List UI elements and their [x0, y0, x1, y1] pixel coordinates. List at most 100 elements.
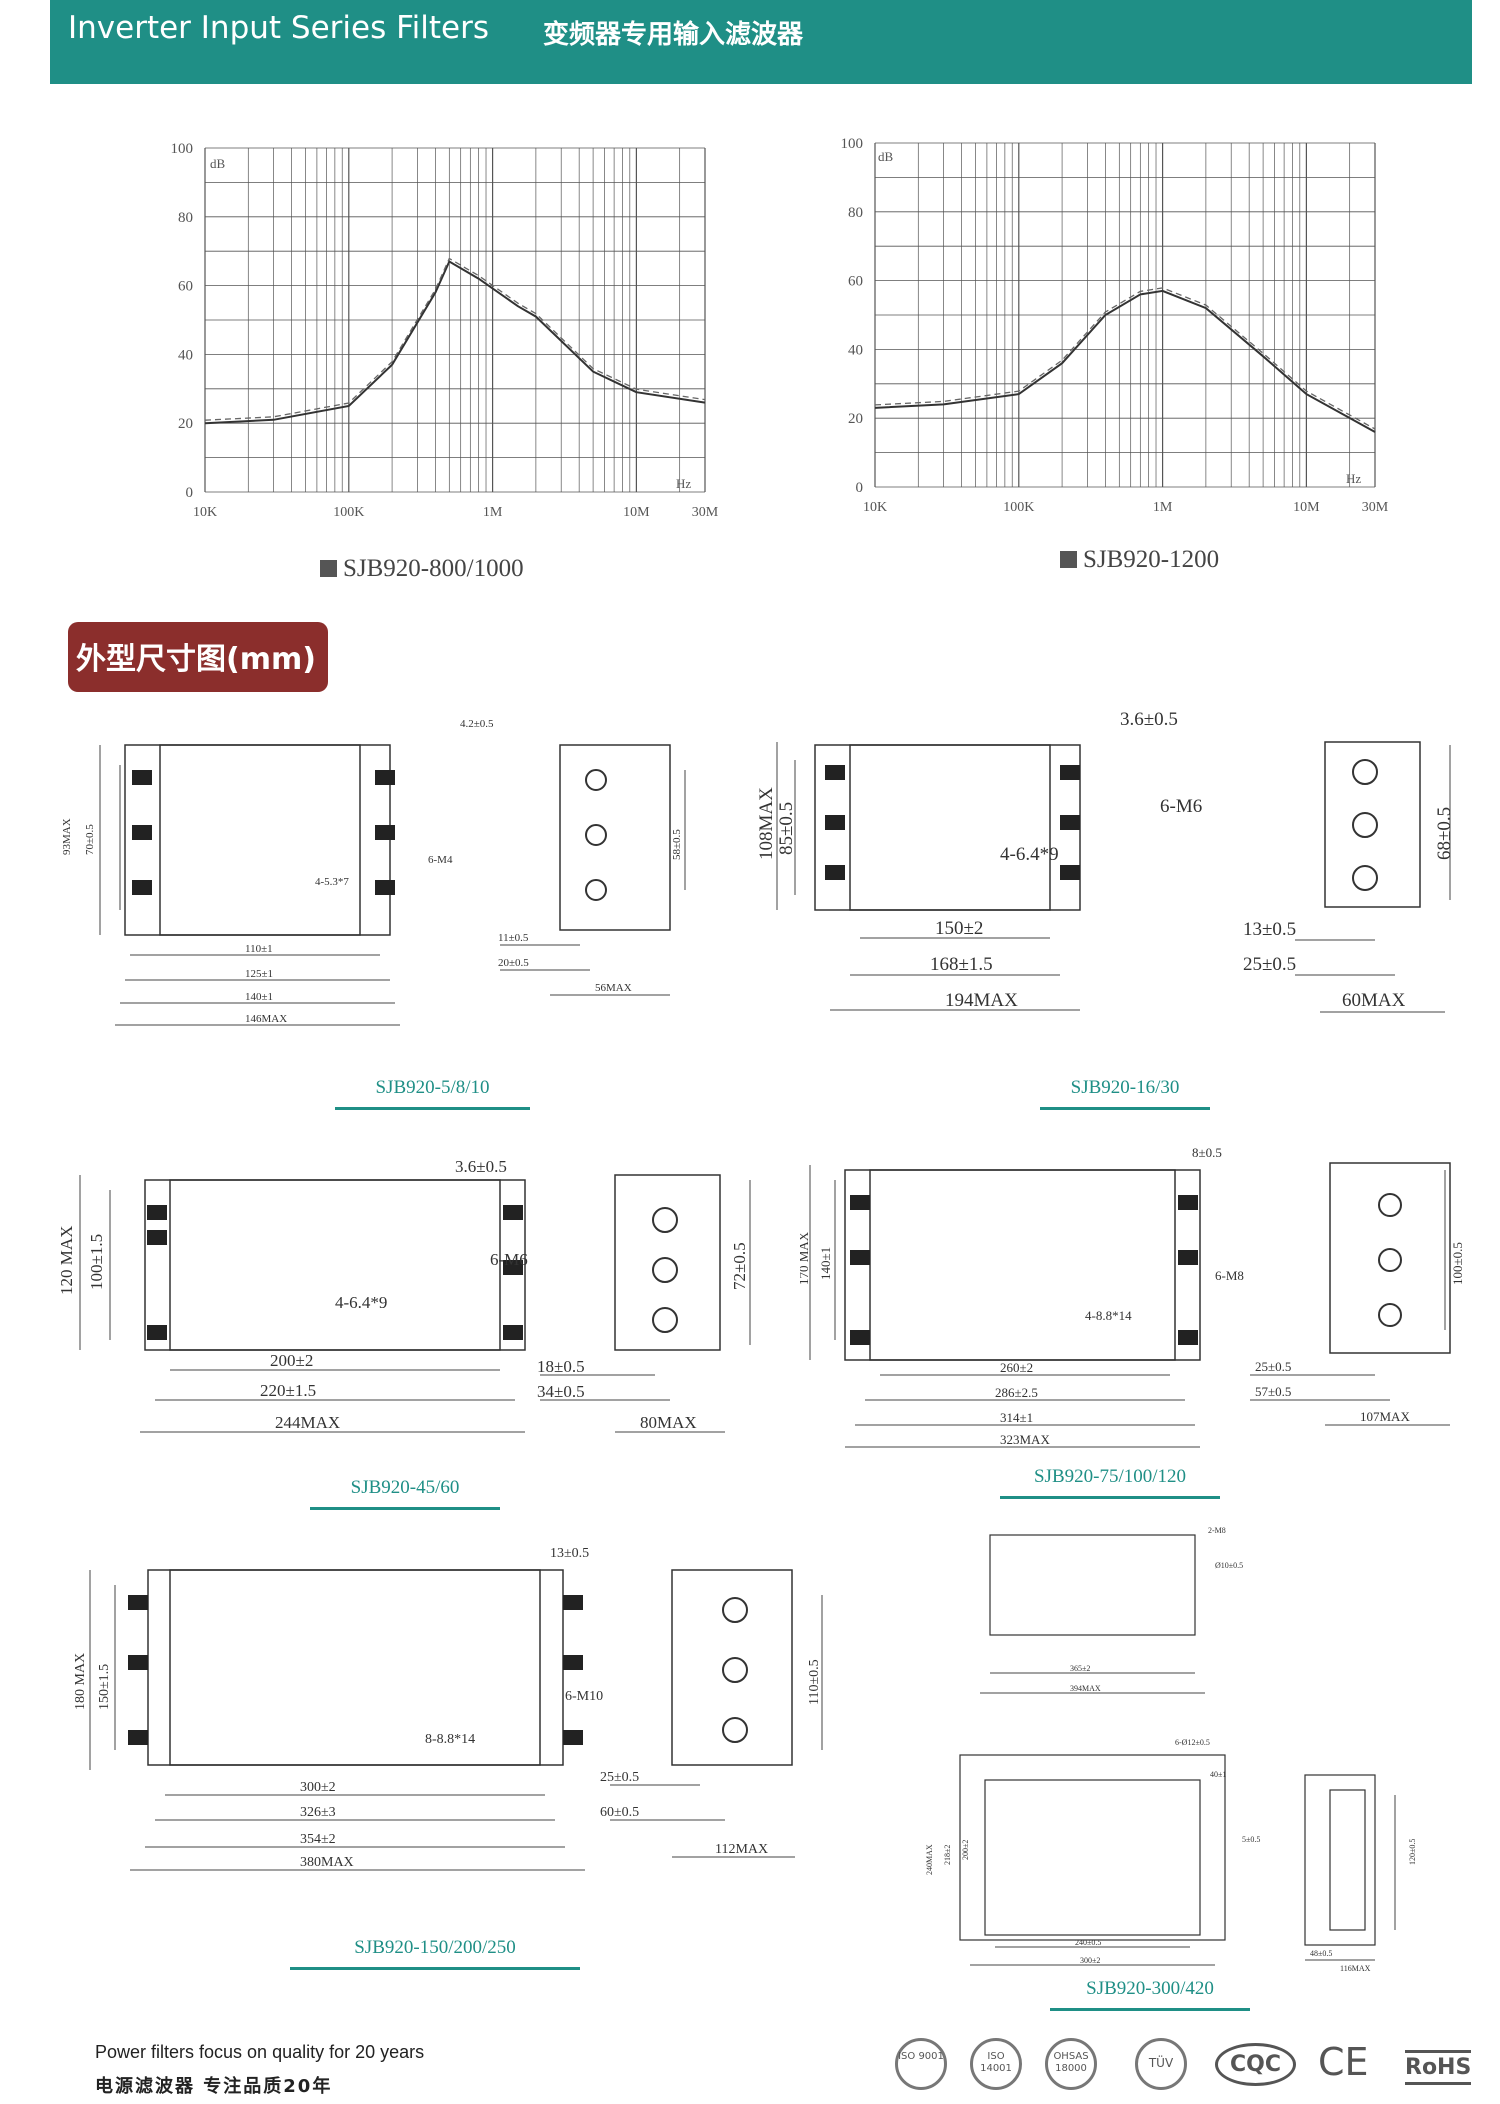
d4-dim-0: 8±0.5	[1192, 1145, 1222, 1160]
d6-dim-4: 6-Ø12±0.5	[1175, 1738, 1210, 1747]
d5-dim-12: 112MAX	[715, 1842, 768, 1857]
ohsas18000-logo: OHSAS 18000	[1045, 2038, 1097, 2090]
d2-dim-2: 85±0.5	[776, 802, 797, 855]
d2-dim-4: 4-6.4*9	[1000, 844, 1059, 865]
model-sjb920-16-30: SJB920-16/30	[1040, 1077, 1210, 1110]
drawing-sjb920-150-200-250: 13±0.5 180 MAX 150±1.5 6-M10 8-8.8*14 30…	[73, 1546, 823, 1871]
c2-ytick: 80	[848, 205, 863, 221]
d2-dim-11: 60MAX	[1342, 990, 1406, 1011]
d6-dim-8: 40±1	[1210, 1770, 1226, 1779]
chart-1-ylabel: dB	[210, 156, 226, 171]
c1-ytick: 40	[178, 347, 193, 363]
c1-xtick: 30M	[692, 505, 719, 520]
d4-dim-12: 107MAX	[1360, 1409, 1410, 1424]
d2-dim-0: 3.6±0.5	[1120, 709, 1178, 730]
c2-ytick: 60	[848, 274, 863, 290]
d5-dim-3: 6-M10	[565, 1689, 603, 1704]
d2-dim-10: 25±0.5	[1243, 954, 1296, 975]
c1-ytick: 20	[178, 416, 193, 432]
title-cn: 变频器专用输入滤波器	[543, 20, 804, 50]
drawing-sjb920-5-8-10: 4.2±0.5 93MAX 70±0.5 6-M4 4-5.3*7 110±1 …	[61, 718, 686, 1026]
d1-dim-11: 20±0.5	[498, 957, 529, 969]
d3-dim-1: 120 MAX	[57, 1226, 76, 1295]
c1-series-line-dashed	[204, 257, 706, 421]
d4-dim-4: 4-8.8*14	[1085, 1308, 1132, 1323]
d1-dim-6: 125±1	[245, 968, 273, 980]
tuv-logo: TÜV	[1135, 2038, 1187, 2090]
chart-2-ylabel: dB	[878, 149, 894, 164]
model-sjb920-150-200-250: SJB920-150/200/250	[290, 1937, 580, 1970]
d2-dim-9: 13±0.5	[1243, 919, 1296, 940]
cqc-logo: CQC	[1215, 2043, 1296, 2086]
d4-dim-9: 100±0.5	[1450, 1242, 1465, 1285]
d5-dim-7: 354±2	[300, 1832, 336, 1847]
c1-ytick: 60	[178, 279, 193, 295]
footer-tagline-cn: 电源滤波器 专注品质20年	[95, 2076, 333, 2097]
d6-dim-2: 365±2	[1070, 1664, 1090, 1673]
d3-dim-2: 100±1.5	[87, 1234, 106, 1290]
d3-dim-0: 3.6±0.5	[455, 1157, 507, 1176]
c2-xtick: 1M	[1153, 500, 1173, 515]
d6-dim-14: 116MAX	[1340, 1964, 1371, 1973]
d3-dim-5: 200±2	[270, 1351, 313, 1370]
drawing-sjb920-45-60: 3.6±0.5 120 MAX 100±1.5 6-M6 4-6.4*9 200…	[57, 1157, 751, 1433]
d6-dim-6: 218±2	[943, 1845, 952, 1865]
c1-xtick: 10M	[623, 505, 650, 520]
model-sjb920-75-100-120: SJB920-75/100/120	[1000, 1466, 1220, 1499]
chart-1-caption: SJB920-800/1000	[320, 555, 524, 583]
d5-dim-10: 25±0.5	[600, 1770, 639, 1785]
c2-xtick: 10K	[863, 500, 887, 515]
d1-dim-3: 6-M4	[428, 854, 453, 866]
d4-dim-1: 170 MAX	[800, 1231, 811, 1285]
model-sjb920-45-60: SJB920-45/60	[310, 1477, 500, 1510]
drawing-sjb920-16-30: 3.6±0.5 108MAX 85±0.5 6-M6 4-6.4*9 150±2…	[756, 709, 1455, 1013]
iso9001-logo: ISO 9001	[895, 2038, 947, 2090]
d5-dim-6: 326±3	[300, 1805, 336, 1820]
ce-logo: CE	[1318, 2040, 1369, 2084]
d4-dim-8: 323MAX	[1000, 1432, 1050, 1447]
d3-dim-8: 72±0.5	[730, 1242, 749, 1290]
title-en: Inverter Input Series Filters	[68, 10, 490, 46]
model-sjb920-5-8-10: SJB920-5/8/10	[335, 1077, 530, 1110]
d2-dim-8: 68±0.5	[1434, 807, 1455, 860]
d2-dim-3: 6-M6	[1160, 796, 1202, 817]
dimension-section-tag: 外型尺寸图(mm)	[68, 622, 328, 692]
d5-dim-11: 60±0.5	[600, 1805, 639, 1820]
c2-xtick: 10M	[1293, 500, 1320, 515]
d6-dim-10: 240±0.5	[1075, 1938, 1101, 1947]
c1-ytick: 80	[178, 210, 193, 226]
d6-dim-5: 240MAX	[925, 1844, 934, 1875]
d4-dim-11: 57±0.5	[1255, 1384, 1291, 1399]
c1-series-line	[204, 260, 706, 425]
d3-dim-10: 34±0.5	[537, 1382, 585, 1401]
d1-dim-5: 110±1	[245, 943, 273, 955]
c2-ytick: 40	[848, 342, 863, 358]
d6-dim-13: 120±0.5	[1408, 1839, 1417, 1865]
c2-xtick: 100K	[1003, 500, 1034, 515]
c2-series-line	[874, 289, 1376, 433]
drawing-sjb920-300-420: 2-M8 Ø10±0.5 365±2 394MAX 6-Ø12±0.5 240M…	[925, 1526, 1417, 1973]
c2-ytick: 0	[856, 480, 864, 496]
c1-xtick: 100K	[333, 505, 364, 520]
d4-dim-7: 314±1	[1000, 1410, 1033, 1425]
d3-dim-3: 6-M6	[490, 1250, 528, 1269]
d1-dim-10: 11±0.5	[498, 932, 529, 944]
iso14001-logo: ISO 14001	[970, 2038, 1022, 2090]
d4-dim-6: 286±2.5	[995, 1385, 1038, 1400]
rohs-logo: RoHS	[1405, 2050, 1472, 2085]
d1-dim-4: 4-5.3*7	[315, 876, 349, 888]
d6-dim-9: 5±0.5	[1242, 1835, 1260, 1844]
d5-dim-4: 8-8.8*14	[425, 1732, 475, 1747]
c2-ytick: 20	[848, 411, 863, 427]
chart-2-xlabel: Hz	[1346, 471, 1361, 486]
d6-dim-1: Ø10±0.5	[1215, 1561, 1243, 1570]
drawing-sjb920-75-100-120: 8±0.5 170 MAX 140±1 6-M8 4-8.8*14 260±2 …	[800, 1145, 1465, 1448]
chart-1-xlabel: Hz	[676, 476, 691, 491]
d2-dim-1: 108MAX	[756, 787, 777, 860]
d3-dim-11: 80MAX	[640, 1413, 697, 1432]
d4-dim-5: 260±2	[1000, 1360, 1033, 1375]
d5-dim-0: 13±0.5	[550, 1546, 589, 1561]
c2-ytick: 100	[841, 136, 864, 152]
